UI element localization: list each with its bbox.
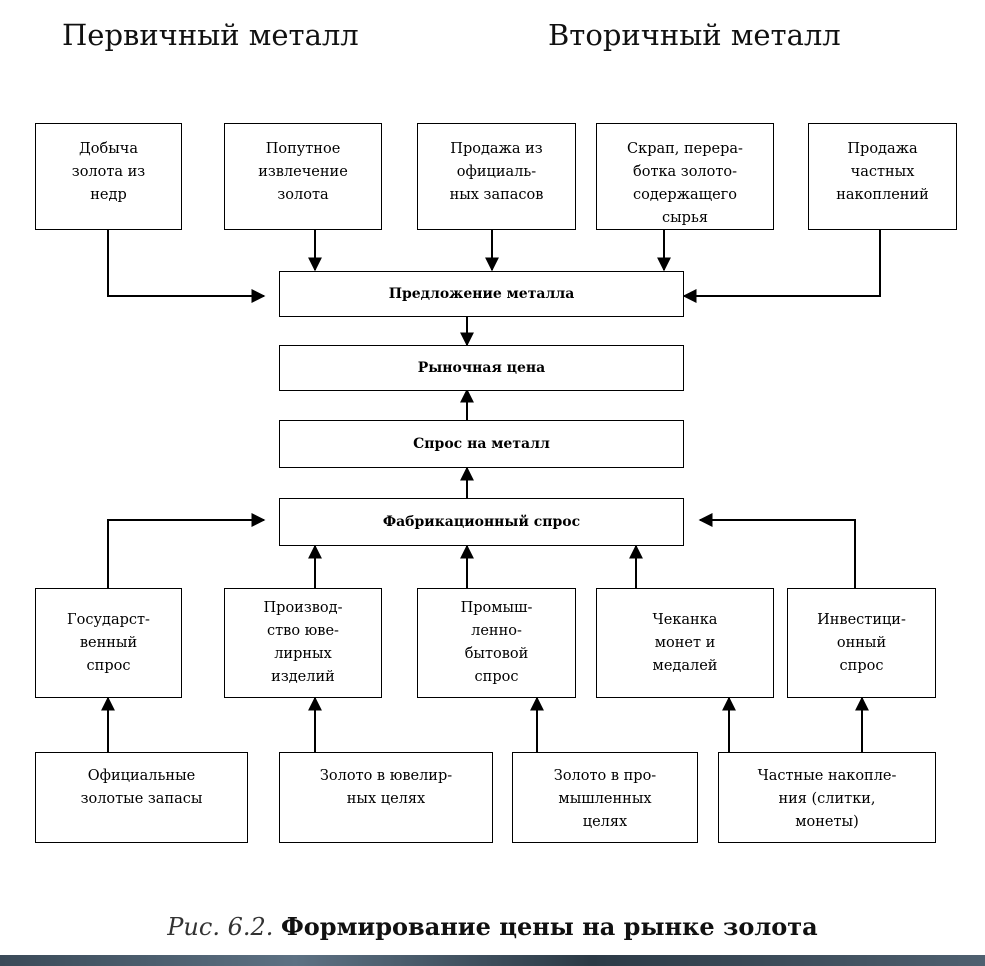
- gold-holding-private: Частные накопле- ния (слитки, монеты): [718, 752, 936, 843]
- figure-number: Рис. 6.2.: [167, 913, 274, 941]
- supply-source-scrap: Скрап, перера- ботка золото- содержащего…: [596, 123, 774, 230]
- supply-source-byproduct: Попутное извлечение золота: [224, 123, 382, 230]
- metal-demand-box: Спрос на металл: [279, 420, 684, 468]
- gold-holding-label: Официальные золотые запасы: [80, 768, 203, 807]
- supply-source-label: Продажа из официаль- ных запасов: [449, 141, 544, 203]
- demand-category-coins: Чеканка монет и медалей: [596, 588, 774, 698]
- gold-holding-label: Частные накопле- ния (слитки, монеты): [757, 768, 897, 830]
- demand-category-investment: Инвестици- онный спрос: [787, 588, 936, 698]
- demand-category-label: Инвестици- онный спрос: [817, 611, 906, 674]
- fabrication-demand-label: Фабрикационный спрос: [382, 513, 581, 530]
- demand-category-state: Государст- венный спрос: [35, 588, 182, 698]
- primary-metal-heading: Первичный металл: [62, 18, 359, 52]
- demand-category-label: Промыш- ленно- бытовой спрос: [460, 600, 533, 685]
- arrow-investment-to-fabrication: [698, 513, 856, 588]
- window-edge-strip: [0, 955, 985, 966]
- fabrication-demand-box: Фабрикационный спрос: [279, 498, 684, 546]
- gold-holding-label: Золото в ювелир- ных целях: [319, 768, 453, 807]
- demand-category-label: Государст- венный спрос: [67, 611, 150, 674]
- figure-title: Формирование цены на рынке золота: [281, 912, 818, 941]
- arrow-private-sales-to-supply: [682, 230, 881, 303]
- supply-source-official-sales: Продажа из официаль- ных запасов: [417, 123, 576, 230]
- gold-holding-jewelry: Золото в ювелир- ных целях: [279, 752, 493, 843]
- demand-category-label: Чеканка монет и медалей: [652, 611, 718, 674]
- secondary-metal-heading: Вторичный металл: [548, 18, 841, 52]
- market-price-box: Рыночная цена: [279, 345, 684, 391]
- demand-category-jewelry: Производ- ство юве- лирных изделий: [224, 588, 382, 698]
- supply-source-mining: Добыча золота из недр: [35, 123, 182, 230]
- metal-supply-label: Предложение металла: [388, 285, 575, 302]
- demand-category-industrial: Промыш- ленно- бытовой спрос: [417, 588, 576, 698]
- gold-holding-official-reserves: Официальные золотые запасы: [35, 752, 248, 843]
- supply-source-label: Скрап, перера- ботка золото- содержащего…: [627, 141, 743, 226]
- gold-holding-label: Золото в про- мышленных целях: [553, 768, 657, 830]
- gold-holding-industrial: Золото в про- мышленных целях: [512, 752, 698, 843]
- arrow-state-demand-to-fabrication: [107, 513, 266, 588]
- market-price-label: Рыночная цена: [417, 359, 546, 376]
- supply-source-private-sales: Продажа частных накоплений: [808, 123, 957, 230]
- demand-category-label: Производ- ство юве- лирных изделий: [263, 600, 343, 685]
- arrow-mining-to-supply: [107, 230, 266, 303]
- supply-source-label: Добыча золота из недр: [71, 141, 146, 203]
- supply-source-label: Продажа частных накоплений: [836, 141, 929, 203]
- metal-demand-label: Спрос на металл: [413, 435, 550, 452]
- metal-supply-box: Предложение металла: [279, 271, 684, 317]
- figure-caption: Рис. 6.2. Формирование цены на рынке зол…: [0, 912, 985, 941]
- supply-source-label: Попутное извлечение золота: [258, 141, 348, 203]
